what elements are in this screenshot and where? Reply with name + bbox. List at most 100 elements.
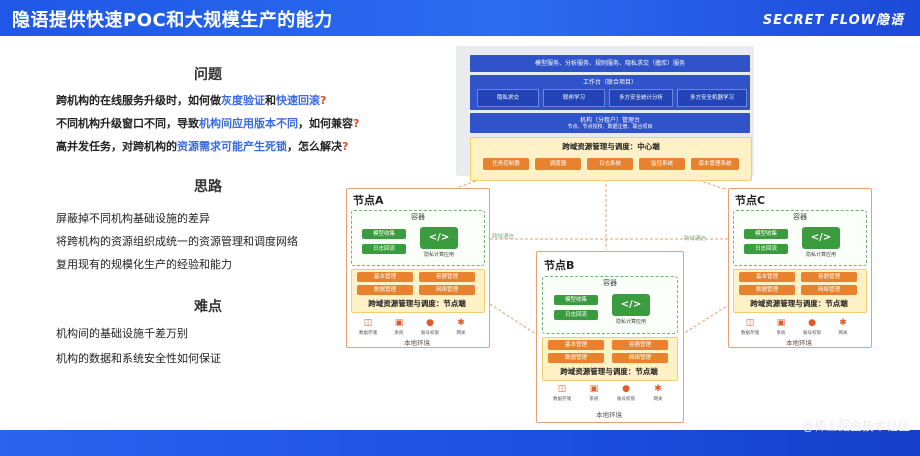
problem-line-1-d: 快速回滚 — [276, 94, 320, 107]
icon-label: 数据存储 — [553, 397, 571, 402]
problem-line-1-c: 和 — [265, 94, 276, 107]
footer-bar — [0, 430, 920, 456]
icon-label: 数据存储 — [359, 331, 377, 336]
window-icon: ▣ — [589, 384, 599, 394]
problem-line-2-a: 不同机构升级窗口不同，导致 — [56, 117, 199, 130]
workbench-label: 工作台（联合项目） — [582, 79, 637, 86]
node-a-orange-item: 容器管理 — [419, 272, 475, 282]
approach-item: 复用现有的规模化生产的经验和能力 — [56, 258, 232, 271]
container-label: 容器 — [603, 279, 617, 287]
database-icon: ◫ — [745, 318, 755, 328]
gateway-icon: ✱ — [457, 318, 465, 328]
workbench-item: 联邦学习 — [543, 89, 605, 107]
problem-line-1: 跨机构的在线服务升级时，如何做灰度验证和快速回滚? — [56, 92, 326, 108]
node-b-container: 容器 — [542, 276, 678, 334]
link-a-center — [439, 175, 491, 195]
database-icon: ◫ — [363, 318, 373, 328]
watermark: @稀土掘金技术社区 — [801, 419, 910, 433]
node-b-orange-item: 数据管理 — [548, 353, 604, 363]
container-label: 容器 — [793, 213, 807, 221]
node-b-mgmt-title: 跨域资源管理与调度：节点端 — [560, 367, 658, 376]
node-b-title: 节点B — [544, 259, 575, 272]
header-bar: 隐语提供快速POC和大规模生产的能力 SECRET FLOW隐语 — [0, 0, 920, 36]
workbench-item: 隐私求交 — [477, 89, 539, 107]
node-b-green-item: 日志回流 — [554, 310, 598, 320]
problem-heading: 问题 — [194, 67, 222, 83]
node-c-orange-item: 网络管理 — [801, 285, 857, 295]
code-icon: </> — [802, 227, 840, 249]
problem-line-3: 高并发任务，对跨机构的资源需求可能产生死锁，怎么解决? — [56, 138, 348, 154]
link-label-ab: 跨域通信 — [492, 234, 515, 240]
center-item: 日志系统 — [587, 158, 633, 170]
node-b-orange-item: 基本管理 — [548, 340, 604, 350]
tenant-bar: 机构（分租户）管理台 节点、节点授权、数据注册、联合项目 — [470, 113, 750, 133]
workbench-item: 多方安全机器学习 — [677, 89, 747, 107]
services-bar: 模型服务、分析服务、规则服务、隐私求交（撞库）服务 — [470, 55, 750, 72]
problem-line-2-c: ，如何兼容 — [298, 117, 353, 130]
user-icon: ● — [808, 318, 816, 328]
icon-label: 账号权限 — [617, 397, 635, 402]
node-c-mgmt-title: 跨域资源管理与调度：节点端 — [750, 299, 848, 308]
link-c-b — [682, 303, 731, 335]
tenant-sub: 节点、节点授权、数据注册、联合项目 — [567, 124, 653, 130]
user-icon: ● — [426, 318, 434, 328]
icon-label: 系统 — [776, 331, 786, 336]
icon-label: 账号权限 — [421, 331, 439, 336]
node-b-app-label: 隐私计算应用 — [615, 319, 646, 325]
problem-line-2-d: ? — [353, 117, 360, 130]
difficulty-heading: 难点 — [194, 299, 222, 315]
icon-label: 账号权限 — [803, 331, 821, 336]
window-icon: ▣ — [394, 318, 404, 328]
node-a-orange-item: 数据管理 — [357, 285, 413, 295]
center-item: 调度器 — [535, 158, 581, 170]
node-a-orange-item: 网络管理 — [419, 285, 475, 295]
container-label: 容器 — [411, 213, 425, 221]
icon-label: 系统 — [589, 397, 599, 402]
node-a-env: 本地环境 — [404, 339, 430, 347]
workbench-item: 多方安全统计分析 — [609, 89, 673, 107]
icon-label: 网关 — [653, 397, 663, 402]
window-icon: ▣ — [776, 318, 786, 328]
node-a-green-item: 日志回流 — [362, 244, 406, 254]
code-icon: </> — [612, 294, 650, 316]
link-label-bc: 跨域通信 — [684, 236, 707, 242]
node-c-title: 节点C — [735, 194, 766, 207]
problem-line-1-a: 跨机构的在线服务升级时，如何做 — [56, 94, 221, 107]
node-a-green-item: 模型收集 — [362, 229, 406, 239]
problem-line-3-a: 高并发任务，对跨机构的 — [56, 140, 177, 153]
approach-heading: 思路 — [194, 179, 222, 195]
node-c-green-item: 模型收集 — [744, 229, 788, 239]
database-icon: ◫ — [557, 384, 567, 394]
center-item: 监控系统 — [639, 158, 685, 170]
approach-item: 屏蔽掉不同机构基础设施的差异 — [56, 212, 210, 225]
center-mgmt-title: 跨域资源管理与调度：中心端 — [562, 142, 660, 151]
node-c-orange-item: 基本管理 — [739, 272, 795, 282]
node-b-orange-item: 容器管理 — [612, 340, 668, 350]
page-title: 隐语提供快速POC和大规模生产的能力 — [12, 10, 333, 31]
problem-line-3-b: 资源需求可能产生死锁 — [177, 140, 287, 153]
node-a-app-label: 隐私计算应用 — [423, 252, 454, 258]
icon-label: 系统 — [394, 331, 404, 336]
node-a-mgmt-title: 跨域资源管理与调度：节点端 — [368, 299, 466, 308]
gateway-icon: ✱ — [839, 318, 847, 328]
problem-line-3-c: ，怎么解决 — [287, 140, 342, 153]
problem-line-2: 不同机构升级窗口不同，导致机构间应用版本不同，如何兼容? — [56, 115, 359, 131]
center-item: 任务控制器 — [483, 158, 529, 170]
center-item: 版本管理系统 — [691, 158, 739, 170]
tenant-label: 机构（分租户）管理台 — [579, 117, 640, 124]
link-a-b — [489, 303, 537, 335]
icon-label: 网关 — [838, 331, 848, 336]
node-b-orange-item: 网络管理 — [612, 353, 668, 363]
icon-label: 网关 — [456, 331, 466, 336]
node-a-title: 节点A — [353, 194, 384, 207]
node-a-orange-item: 基本管理 — [357, 272, 413, 282]
node-c-orange-item: 容器管理 — [801, 272, 857, 282]
gateway-icon: ✱ — [654, 384, 662, 394]
user-icon: ● — [622, 384, 630, 394]
node-c-green-item: 日志回流 — [744, 244, 788, 254]
node-c-env: 本地环境 — [786, 339, 812, 347]
difficulty-item: 机构间的基础设施千差万别 — [56, 327, 188, 340]
node-b-green-item: 模型收集 — [554, 295, 598, 305]
difficulty-item: 机构的数据和系统安全性如何保证 — [56, 352, 221, 365]
node-b-env: 本地环境 — [596, 411, 622, 419]
